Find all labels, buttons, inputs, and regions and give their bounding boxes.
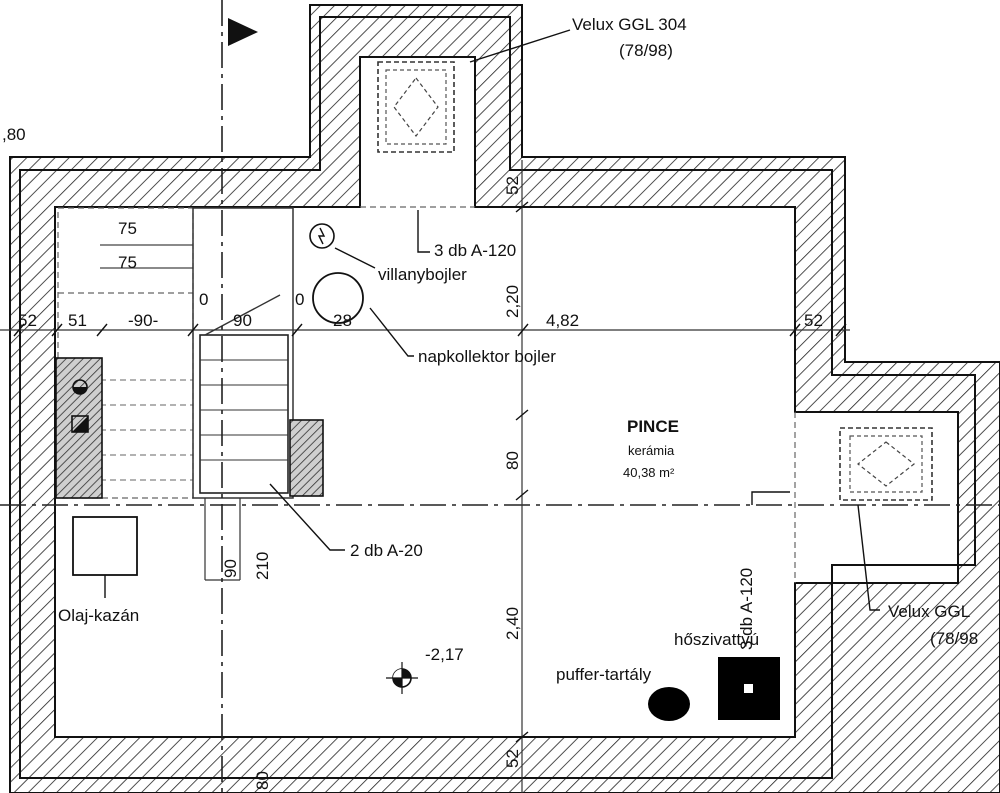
buffer-tank-label: puffer-tartály bbox=[556, 665, 652, 684]
velux-top-label: Velux GGL 304 bbox=[572, 15, 687, 34]
room-name: PINCE bbox=[627, 417, 679, 436]
dim-28: 28 bbox=[333, 311, 352, 330]
dim-52-right: 52 bbox=[804, 311, 823, 330]
dim-52-top: 52 bbox=[503, 176, 522, 195]
dim-482: 4,82 bbox=[546, 311, 579, 330]
dim-75a: 75 bbox=[118, 219, 137, 238]
buffer-tank-symbol bbox=[648, 687, 690, 721]
skylight-top bbox=[377, 61, 455, 153]
dim-52-left: 52 bbox=[18, 311, 37, 330]
dim-51: 51 bbox=[68, 311, 87, 330]
dim-240: 2,40 bbox=[503, 607, 522, 640]
dim-90b: 90 bbox=[233, 311, 252, 330]
exterior-wall bbox=[9, 4, 1000, 793]
dim-90a: -90- bbox=[128, 311, 158, 330]
door-right-label: 3 db A-120 bbox=[737, 568, 756, 650]
section-arrow bbox=[228, 18, 258, 46]
oil-boiler-label: Olaj-kazán bbox=[58, 606, 139, 625]
chimney-right bbox=[289, 419, 324, 497]
velux-right-size: (78/98 bbox=[930, 629, 978, 648]
electric-boiler-symbol bbox=[309, 223, 335, 249]
electric-boiler-label: villanybojler bbox=[378, 265, 467, 284]
solar-boiler-label: napkollektor bojler bbox=[418, 347, 556, 366]
heat-pump-label: hőszivattyú bbox=[674, 630, 759, 649]
leader-lines bbox=[104, 29, 880, 611]
room-finish: kerámia bbox=[628, 443, 675, 458]
level-marker bbox=[386, 662, 418, 694]
velux-top-size: (78/98) bbox=[619, 41, 673, 60]
inner-wall-outline bbox=[19, 16, 976, 779]
heat-pump-inner bbox=[744, 684, 753, 693]
dim-220: 2,20 bbox=[503, 285, 522, 318]
flue-symbol bbox=[71, 379, 89, 433]
dim-0b: 0 bbox=[295, 290, 304, 309]
skylight-right bbox=[839, 427, 933, 501]
room-area: 40,38 m² bbox=[623, 465, 675, 480]
dim-52-bottom: 52 bbox=[503, 749, 522, 768]
door-top-label: 3 db A-120 bbox=[434, 241, 516, 260]
door-stair-label: 2 db A-20 bbox=[350, 541, 423, 560]
dim-0a: 0 bbox=[199, 290, 208, 309]
solar-boiler-symbol bbox=[312, 272, 364, 324]
oil-boiler-symbol bbox=[72, 516, 138, 576]
dim-80-top: ,80 bbox=[2, 125, 26, 144]
level-label: -2,17 bbox=[425, 645, 464, 664]
dim-80-mid: 80 bbox=[503, 451, 522, 470]
dim-80-bottom: 80 bbox=[253, 771, 272, 790]
staircase bbox=[57, 207, 294, 581]
dim-90-stair: 90 bbox=[221, 559, 240, 578]
dim-210: 210 bbox=[253, 552, 272, 580]
velux-right-label: Velux GGL bbox=[888, 602, 970, 621]
dimension-ticks bbox=[13, 201, 847, 743]
dim-75b: 75 bbox=[118, 253, 137, 272]
